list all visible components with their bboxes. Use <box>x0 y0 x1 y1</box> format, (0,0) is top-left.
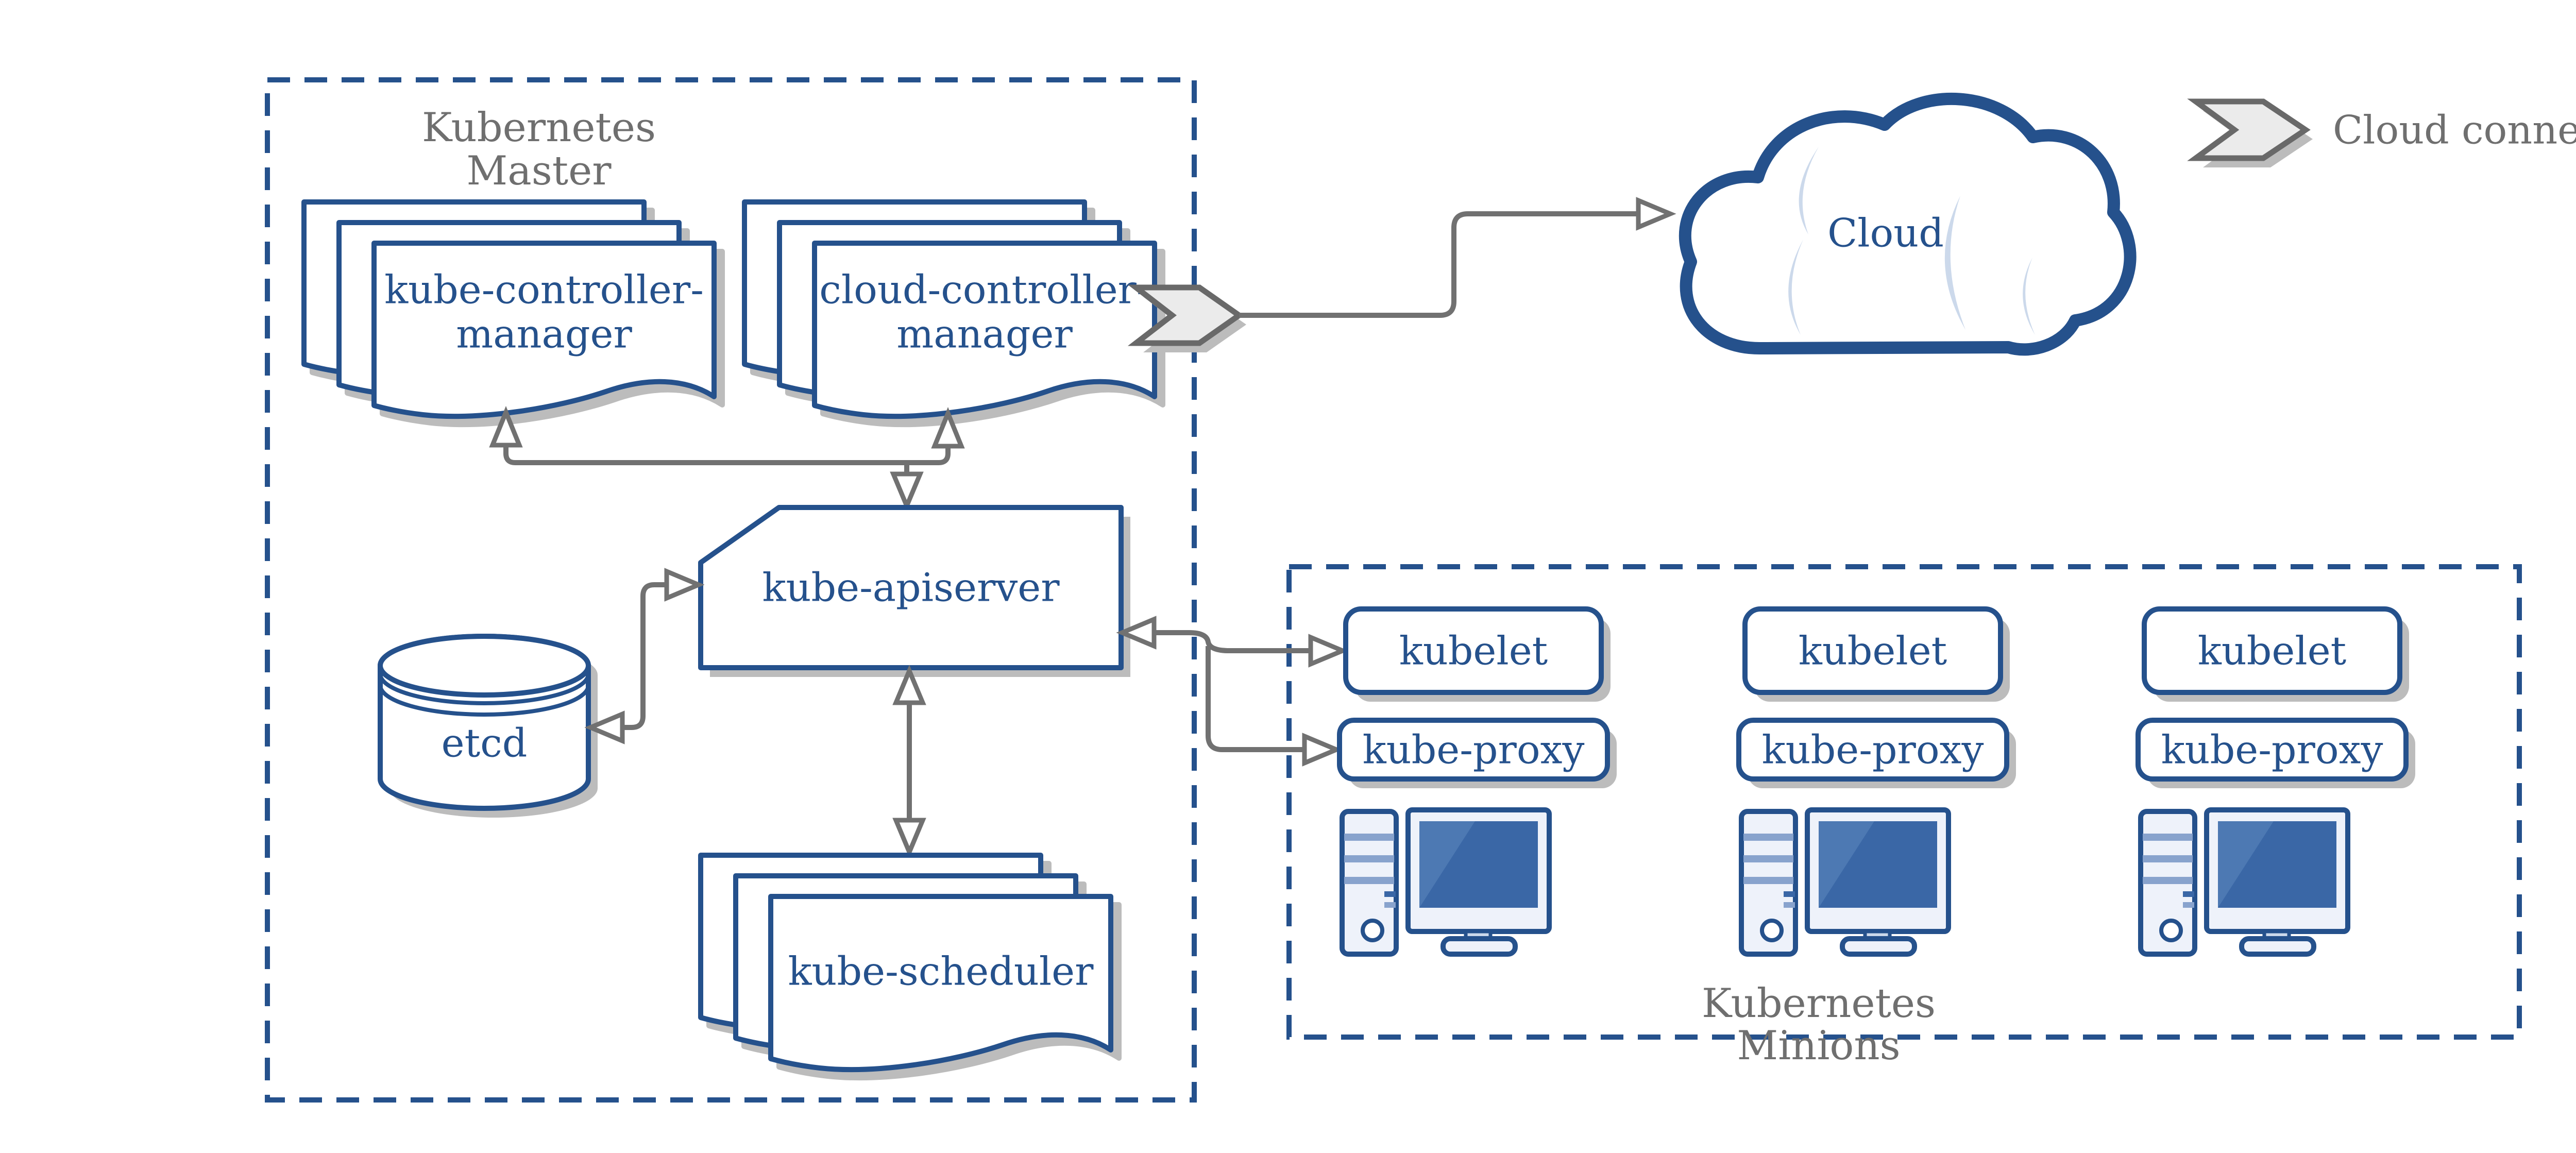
minion-computer-icon <box>2141 810 2348 954</box>
arrowhead-right-kubelet <box>1308 634 1349 668</box>
arrowhead-down-apiserver <box>890 471 924 512</box>
etcd-label: etcd <box>442 720 528 766</box>
kube-proxy-label: kube-proxy <box>1363 727 1585 773</box>
legend-cloud-connector-label: Cloud connector <box>2333 107 2576 153</box>
kube-controller-manager-label-line2: manager <box>456 311 632 357</box>
apiserver-minion-connectors <box>1116 616 1349 767</box>
arrowhead-right-apiserver <box>664 568 705 602</box>
minions-label-line1: Kubernetes <box>1702 980 1936 1027</box>
etcd-apiserver-connector <box>584 568 705 744</box>
arrowhead-down-scheduler <box>892 818 926 858</box>
minion-computer-icon <box>1342 810 1549 954</box>
connector-to-cloud <box>1239 197 1676 318</box>
master-label-line1: Kubernetes <box>422 105 656 151</box>
kube-apiserver-label: kube-apiserver <box>762 565 1060 611</box>
arrowhead-right-cloud <box>1636 197 1676 231</box>
kube-controller-manager-label-line1: kube-controller- <box>384 267 704 313</box>
arrowhead-up-kube-controller <box>489 406 523 448</box>
kube-proxy-label: kube-proxy <box>2161 727 2383 773</box>
legend: Cloud connector <box>2187 98 2576 167</box>
kube-apiserver-node: kube-apiserver <box>698 505 1130 677</box>
cloud-label: Cloud <box>1827 210 1944 256</box>
arrowhead-right-kube-proxy <box>1302 733 1343 767</box>
cloud-controller-manager-label-line2: manager <box>896 311 1073 357</box>
kube-proxy-label: kube-proxy <box>1762 727 1984 773</box>
master-label-line2: Master <box>466 148 612 194</box>
kube-scheduler-label: kube-scheduler <box>788 948 1094 994</box>
kube-proxy-box <box>1736 718 2009 782</box>
arrowhead-up-cloud-controller <box>931 407 965 449</box>
cloud-node: Cloud <box>1679 92 2137 356</box>
kubelet-label: kubelet <box>2198 628 2346 674</box>
kubernetes-minions-boundary <box>1286 564 2522 1040</box>
controllers-apiserver-connector <box>489 406 965 512</box>
kubelet-label: kubelet <box>1799 628 1947 674</box>
kubelet-box <box>2142 606 2402 695</box>
arrowhead-left-etcd <box>584 710 625 744</box>
cloud-controller-manager-label-line1: cloud-controller- <box>819 267 1149 313</box>
kube-scheduler-node: kube-scheduler <box>701 855 1119 1078</box>
kubelet-box <box>1343 606 1604 695</box>
apiserver-scheduler-connector <box>892 665 926 858</box>
kubelet-label: kubelet <box>1399 628 1548 674</box>
kube-proxy-box <box>2136 718 2409 782</box>
kubelet-box <box>1742 606 2003 695</box>
kubernetes-master-boundary <box>265 77 1197 1103</box>
minion-computer-icon <box>1741 810 1948 954</box>
minion-column-3: kubelet kube-proxy <box>2136 606 2415 954</box>
cloud-controller-manager-node: cloud-controller- manager <box>744 202 1163 425</box>
cloud-connector-shape <box>1127 284 1246 352</box>
legend-chevron-icon <box>2187 98 2311 161</box>
arrowhead-left-apiserver-right <box>1116 616 1157 650</box>
minions-label-line2: Minions <box>1737 1023 1900 1069</box>
etcd-node: etcd <box>378 634 598 818</box>
minion-column-2: kubelet kube-proxy <box>1736 606 2016 954</box>
kube-controller-manager-node: kube-controller- manager <box>304 202 722 425</box>
cloud-icon <box>1679 92 2137 356</box>
minion-column-1: kubelet kube-proxy <box>1337 606 1617 954</box>
arrowhead-up-apiserver-bottom <box>892 665 926 705</box>
cloud-connector-chevron-icon <box>1127 284 1244 346</box>
kube-proxy-box <box>1337 718 1610 782</box>
